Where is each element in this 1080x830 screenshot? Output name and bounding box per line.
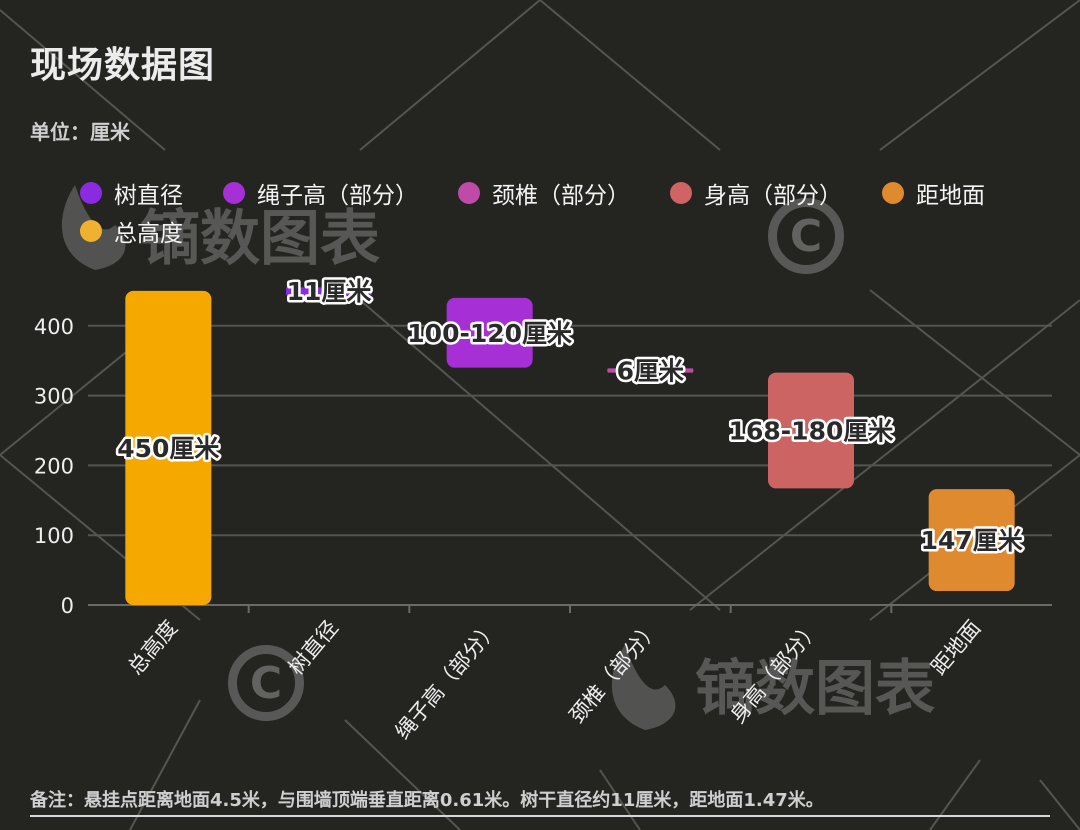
legend-label: 颈椎（部分） xyxy=(492,183,630,209)
bar-3[interactable] xyxy=(607,368,694,373)
legend-label: 身高（部分） xyxy=(704,183,842,209)
bar-value-label: 450厘米 xyxy=(117,434,220,463)
x-category-label: 距地面 xyxy=(927,616,986,680)
x-category-label: 树直径 xyxy=(284,616,343,680)
footnote: 备注：悬挂点距离地面4.5米，与围墙顶端垂直距离0.61米。树干直径约11厘米，… xyxy=(30,790,824,811)
bar-2[interactable] xyxy=(446,297,533,368)
bar-4[interactable] xyxy=(768,372,854,489)
legend-label: 总高度 xyxy=(114,221,183,247)
bar-value-label: 6厘米 xyxy=(617,356,685,385)
legend-dot-icon xyxy=(670,182,692,204)
legend-dot-icon xyxy=(223,182,245,204)
y-tick-label: 400 xyxy=(34,315,74,339)
legend-dot-icon xyxy=(458,182,480,204)
y-tick-label: 300 xyxy=(34,385,74,409)
x-category-label: 总高度 xyxy=(123,616,182,680)
legend-dot-icon xyxy=(80,182,102,204)
bar-value-label: 147厘米 xyxy=(921,526,1024,555)
legend-label: 绳子高（部分） xyxy=(257,183,418,209)
y-tick-label: 200 xyxy=(34,454,74,478)
legend-item-tree-diameter[interactable]: 树直径 xyxy=(80,176,183,210)
watermark-copyright-icon: C xyxy=(768,198,844,274)
bar-value-label: 100-120厘米 xyxy=(407,319,573,348)
legend-item-ground-distance[interactable]: 距地面 xyxy=(882,176,985,210)
watermark-copyright-icon-bottom: C xyxy=(228,645,304,721)
legend-item-cervical[interactable]: 颈椎（部分） xyxy=(458,176,630,210)
footer-divider xyxy=(30,815,1050,817)
x-category-label: 身高（部分） xyxy=(725,616,824,728)
y-tick-label: 0 xyxy=(61,594,74,618)
legend-label: 距地面 xyxy=(916,183,985,209)
bar-5[interactable] xyxy=(928,489,1015,592)
y-tick-label: 100 xyxy=(34,524,74,548)
x-category-label: 颈椎（部分） xyxy=(565,616,664,728)
bar-1[interactable] xyxy=(286,287,372,296)
chart-title: 现场数据图 xyxy=(30,45,216,86)
legend: 树直径 绳子高（部分） 颈椎（部分） 身高（部分） 距地面 总高度 xyxy=(80,174,1070,250)
legend-item-total-height[interactable]: 总高度 xyxy=(80,214,183,248)
bar-value-label: 11厘米 xyxy=(287,277,373,306)
x-category-label: 绳子高（部分） xyxy=(391,616,504,744)
unit-label: 单位：厘米 xyxy=(30,120,130,144)
legend-dot-icon xyxy=(80,220,102,242)
legend-item-rope-height[interactable]: 绳子高（部分） xyxy=(223,176,418,210)
legend-label: 树直径 xyxy=(114,183,183,209)
legend-item-body-height[interactable]: 身高（部分） xyxy=(670,176,842,210)
legend-dot-icon xyxy=(882,182,904,204)
bar-value-label: 168-180厘米 xyxy=(729,417,895,446)
bar-0[interactable] xyxy=(125,290,212,605)
